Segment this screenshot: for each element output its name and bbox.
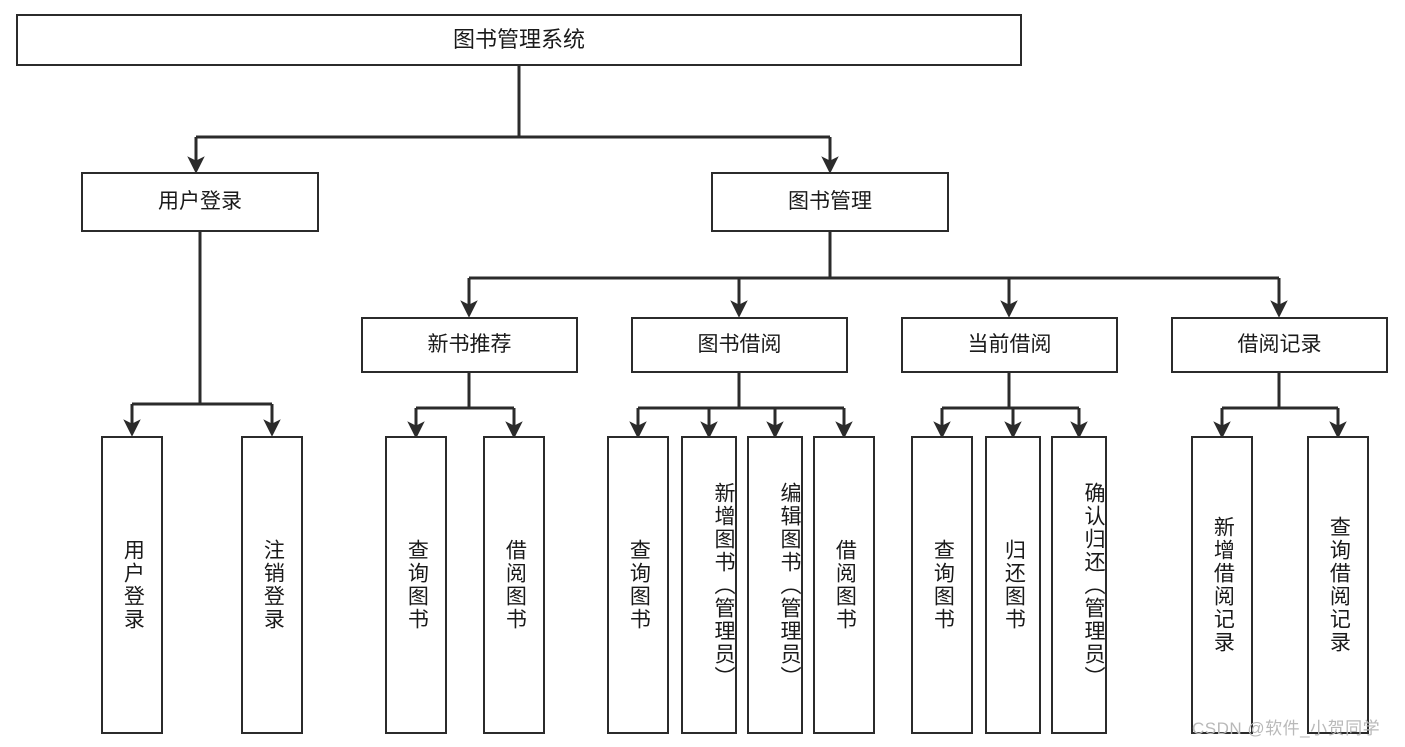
node-leaf-query-book-2-label: 查询图书 (627, 539, 651, 631)
node-new-book-recommend-label: 新书推荐 (427, 332, 512, 356)
node-leaf-query-book-1-label: 查询图书 (405, 539, 429, 631)
node-book-manage[interactable]: 图书管理 (711, 172, 949, 232)
node-leaf-add-book[interactable]: 新增图书（管理员） (681, 436, 737, 734)
node-leaf-borrow-book-1[interactable]: 借阅图书 (483, 436, 545, 734)
node-leaf-add-book-label: 新增图书（管理员） (712, 481, 735, 689)
node-leaf-user-login[interactable]: 用户登录 (101, 436, 163, 734)
node-leaf-query-record-label: 查询借阅记录 (1327, 516, 1351, 654)
node-leaf-query-book-1[interactable]: 查询图书 (385, 436, 447, 734)
node-new-book-recommend[interactable]: 新书推荐 (361, 317, 578, 373)
node-leaf-logout[interactable]: 注销登录 (241, 436, 303, 734)
node-user-login[interactable]: 用户登录 (81, 172, 319, 232)
node-leaf-borrow-book-2[interactable]: 借阅图书 (813, 436, 875, 734)
node-leaf-edit-book-label: 编辑图书（管理员） (778, 481, 801, 689)
node-leaf-add-record[interactable]: 新增借阅记录 (1191, 436, 1253, 734)
node-borrow-record-label: 借阅记录 (1237, 332, 1322, 356)
node-book-borrow[interactable]: 图书借阅 (631, 317, 848, 373)
node-book-manage-label: 图书管理 (788, 189, 872, 213)
node-leaf-return-book-label: 归还图书 (1002, 539, 1026, 631)
node-user-login-label: 用户登录 (158, 189, 242, 213)
node-leaf-borrow-book-1-label: 借阅图书 (503, 539, 527, 631)
node-leaf-borrow-book-2-label: 借阅图书 (833, 539, 857, 631)
node-leaf-confirm-return-label: 确认归还（管理员） (1082, 481, 1105, 689)
node-leaf-query-book-2[interactable]: 查询图书 (607, 436, 669, 734)
node-leaf-confirm-return[interactable]: 确认归还（管理员） (1051, 436, 1107, 734)
node-leaf-query-book-3-label: 查询图书 (931, 539, 955, 631)
node-book-borrow-label: 图书借阅 (697, 332, 782, 356)
node-leaf-return-book[interactable]: 归还图书 (985, 436, 1041, 734)
node-borrow-record[interactable]: 借阅记录 (1171, 317, 1388, 373)
node-leaf-edit-book[interactable]: 编辑图书（管理员） (747, 436, 803, 734)
node-leaf-add-record-label: 新增借阅记录 (1211, 516, 1235, 654)
node-leaf-query-record[interactable]: 查询借阅记录 (1307, 436, 1369, 734)
node-current-borrow-label: 当前借阅 (967, 332, 1052, 356)
node-root[interactable]: 图书管理系统 (16, 14, 1022, 66)
node-current-borrow[interactable]: 当前借阅 (901, 317, 1118, 373)
csdn-watermark: CSDN @软件_小贺同学 (1192, 719, 1381, 738)
node-leaf-user-login-label: 用户登录 (121, 539, 145, 631)
node-leaf-query-book-3[interactable]: 查询图书 (911, 436, 973, 734)
node-root-label: 图书管理系统 (452, 27, 585, 53)
node-leaf-logout-label: 注销登录 (261, 539, 285, 631)
